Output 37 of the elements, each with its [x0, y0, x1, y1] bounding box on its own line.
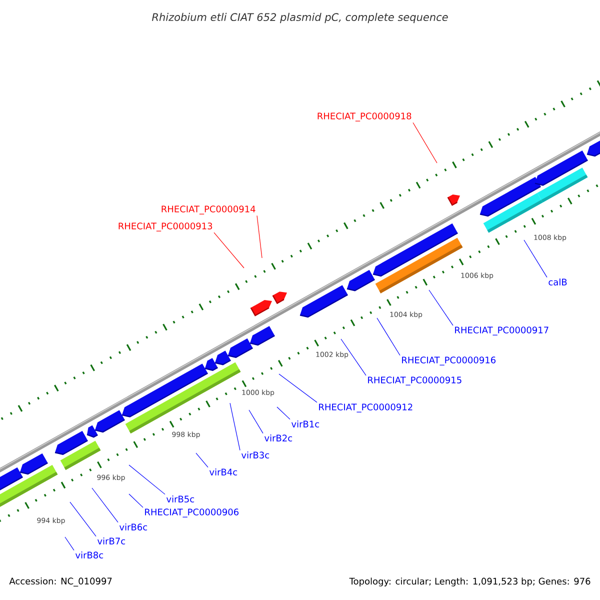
leader-line — [92, 488, 118, 523]
gene-label: virB1c — [291, 420, 320, 428]
gene-label: virB6c — [119, 524, 148, 530]
leader-line — [524, 240, 548, 278]
leader-line — [340, 338, 366, 376]
leader-line — [248, 410, 264, 434]
gene-label: virB8c — [75, 552, 104, 558]
leader-line — [64, 536, 74, 551]
leader-line — [412, 122, 438, 164]
leader-line — [428, 290, 454, 326]
gene-label: calB — [548, 278, 567, 286]
leader-line — [376, 318, 400, 356]
gene-label: RHECIAT_PC0000912 — [319, 404, 412, 412]
leader-line — [230, 402, 240, 451]
gene-label: RHECIAT_PC0000913 — [118, 222, 212, 232]
leader-line — [256, 215, 262, 258]
gene-label: RHECIAT_PC0000918 — [318, 112, 412, 122]
leader-line — [214, 232, 244, 268]
gene-label: virB2c — [264, 434, 292, 442]
leader-line — [196, 452, 208, 468]
gene-label: virB3c — [241, 452, 270, 458]
gene-label: RHECIAT_PC0000914 — [162, 206, 256, 214]
gene-label: virB5c — [166, 496, 194, 502]
leader-line — [278, 374, 318, 403]
leader-line — [128, 464, 166, 495]
footer-text: Accession: NC_010997 — [9, 578, 112, 586]
leader-line — [70, 502, 96, 537]
gene-label: RHECIAT_PC0000916 — [402, 356, 496, 366]
footer-text: Topology: circular; Length: 1,091,523 bp; Genes: 976 — [349, 578, 590, 586]
gene-label: virB7c — [97, 538, 126, 544]
gene-label: RHECIAT_PC0000915 — [368, 376, 462, 386]
leader-line — [128, 494, 144, 508]
gene-label: virB4c — [209, 468, 238, 476]
gene-label: RHECIAT_PC0000917 — [455, 326, 548, 336]
title: Rhizobium etli CIAT 652 plasmid pC, complete sequence — [152, 12, 448, 24]
leader-line — [276, 406, 290, 420]
gene-label: RHECIAT_PC0000906 — [145, 508, 239, 518]
